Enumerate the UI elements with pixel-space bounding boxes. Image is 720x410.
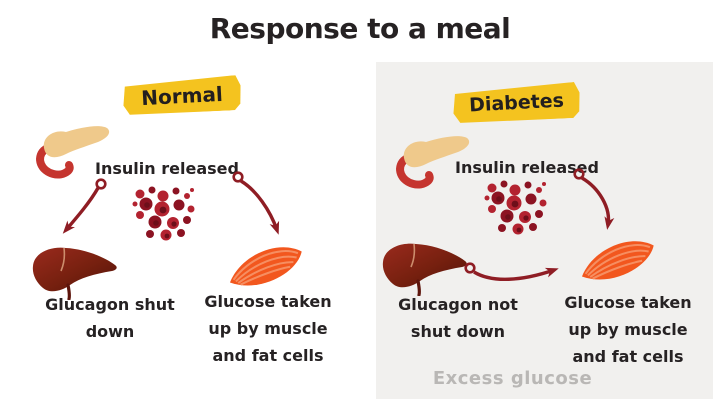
glucagon-not-shut-down-label: Glucagon not shut down — [398, 295, 518, 341]
page-title: Response to a meal — [209, 12, 511, 45]
glucose-blood-cells-icon — [130, 182, 196, 242]
insulin-released-label: Insulin released — [455, 158, 599, 177]
panel-normal: Normal Insulin released — [28, 0, 332, 365]
glucose-uptake-label: Glucose taken up by muscle and fat cells — [564, 293, 692, 366]
panel-diabetes: Diabetes Insulin released — [376, 62, 713, 399]
arrow-liver-to-muscle-icon — [462, 256, 570, 288]
glucagon-shut-down-label: Glucagon shut down — [45, 295, 175, 341]
muscle-cell-icon — [574, 231, 661, 292]
liver-icon — [28, 244, 118, 300]
pancreas-icon — [392, 132, 472, 190]
arrow-pancreas-to-liver-icon — [45, 176, 117, 248]
arrow-insulin-to-muscle-icon — [565, 163, 625, 243]
glucose-uptake-label: Glucose taken up by muscle and fat cells — [204, 292, 332, 365]
normal-heading-highlight: Normal — [122, 75, 242, 116]
liver-icon — [378, 240, 468, 296]
excess-glucose-label: Excess glucose — [432, 368, 593, 389]
diabetes-heading-highlight: Diabetes — [452, 82, 581, 125]
insulin-released-label: Insulin released — [95, 159, 239, 178]
glucose-blood-cells-icon — [482, 176, 548, 236]
diabetes-heading-label: Diabetes — [468, 89, 565, 117]
pancreas-icon — [32, 122, 112, 180]
normal-heading-label: Normal — [140, 81, 224, 110]
arrow-insulin-to-muscle-icon — [228, 166, 293, 246]
muscle-cell-icon — [222, 237, 309, 298]
